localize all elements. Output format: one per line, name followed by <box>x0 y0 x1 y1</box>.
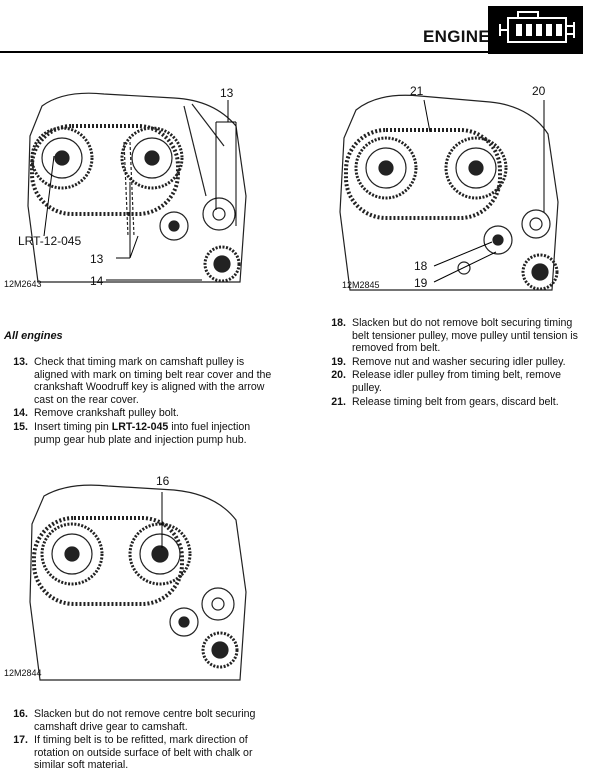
header-rule <box>0 51 488 53</box>
callout-tool-lrt-12-045: LRT-12-045 <box>18 234 82 248</box>
tool-reference: LRT-12-045 <box>111 420 169 433</box>
step-16: 16. Slacken but do not remove centre bol… <box>0 708 272 733</box>
figure-code: 12M2845 <box>342 280 380 290</box>
step-text: Release timing belt from gears, discard … <box>352 395 559 408</box>
step-17: 17. If timing belt is to be refitted, ma… <box>0 734 272 772</box>
steps-list-left: 13. Check that timing mark on camshaft p… <box>0 356 272 447</box>
figure-camshaft-gear-bolt: 16 12M2844 <box>4 474 256 684</box>
step-14: 14. Remove crankshaft pulley bolt. <box>0 407 272 420</box>
step-number: 13. <box>13 356 28 368</box>
page-title: ENGINE <box>423 27 490 46</box>
step-18: 18. Slacken but do not remove bolt secur… <box>318 317 590 355</box>
callout-14: 14 <box>90 274 104 288</box>
step-number: 21. <box>331 395 346 408</box>
step-20: 20. Release idler pulley from timing bel… <box>318 369 590 394</box>
step-text: Release idler pulley from timing belt, r… <box>352 369 562 394</box>
callout-16: 16 <box>156 474 170 488</box>
step-number: 15. <box>13 420 28 433</box>
figure-code: 12M2643 <box>4 279 42 289</box>
step-text: Insert timing pin LRT-12-045 into fuel i… <box>34 421 272 446</box>
figure-tensioner-idler-removal: 21 20 18 19 12M2845 <box>330 82 570 294</box>
figure-code: 12M2844 <box>4 668 42 678</box>
step-text-pre: Insert timing pin <box>34 420 112 433</box>
callout-13-bottom: 13 <box>90 252 104 266</box>
step-number: 17. <box>13 734 28 747</box>
step-13: 13. Check that timing mark on camshaft p… <box>0 356 272 406</box>
step-number: 20. <box>331 369 346 382</box>
step-19: 19. Remove nut and washer securing idler… <box>318 356 590 369</box>
step-text: Slacken but do not remove bolt securing … <box>352 317 578 355</box>
steps-list-bottom: 16. Slacken but do not remove centre bol… <box>0 708 272 773</box>
callout-13-top: 13 <box>220 86 234 100</box>
callout-19: 19 <box>414 276 428 290</box>
step-number: 19. <box>331 355 346 368</box>
section-heading: All engines <box>4 330 63 342</box>
step-number: 18. <box>331 317 346 329</box>
steps-list-right: 18. Slacken but do not remove bolt secur… <box>318 317 590 409</box>
step-number: 16. <box>13 708 28 720</box>
figure-timing-mark-alignment: 13 LRT-12-045 13 14 12M2643 <box>4 86 260 290</box>
step-15: 15. Insert timing pin LRT-12-045 into fu… <box>0 421 272 446</box>
step-number: 14. <box>13 407 28 420</box>
step-text: Remove crankshaft pulley bolt. <box>34 407 179 420</box>
engine-icon <box>488 6 583 54</box>
step-text: Remove nut and washer securing idler pul… <box>352 355 566 368</box>
callout-21: 21 <box>410 84 424 98</box>
step-text: Check that timing mark on camshaft pulle… <box>34 356 272 406</box>
step-text-post: into fuel injection pump gear hub plate … <box>34 420 251 446</box>
step-text: If timing belt is to be refitted, mark d… <box>34 734 253 772</box>
step-text: Slacken but do not remove centre bolt se… <box>34 708 256 733</box>
callout-20: 20 <box>532 84 546 98</box>
step-21: 21. Release timing belt from gears, disc… <box>318 396 590 409</box>
callout-18: 18 <box>414 259 428 273</box>
